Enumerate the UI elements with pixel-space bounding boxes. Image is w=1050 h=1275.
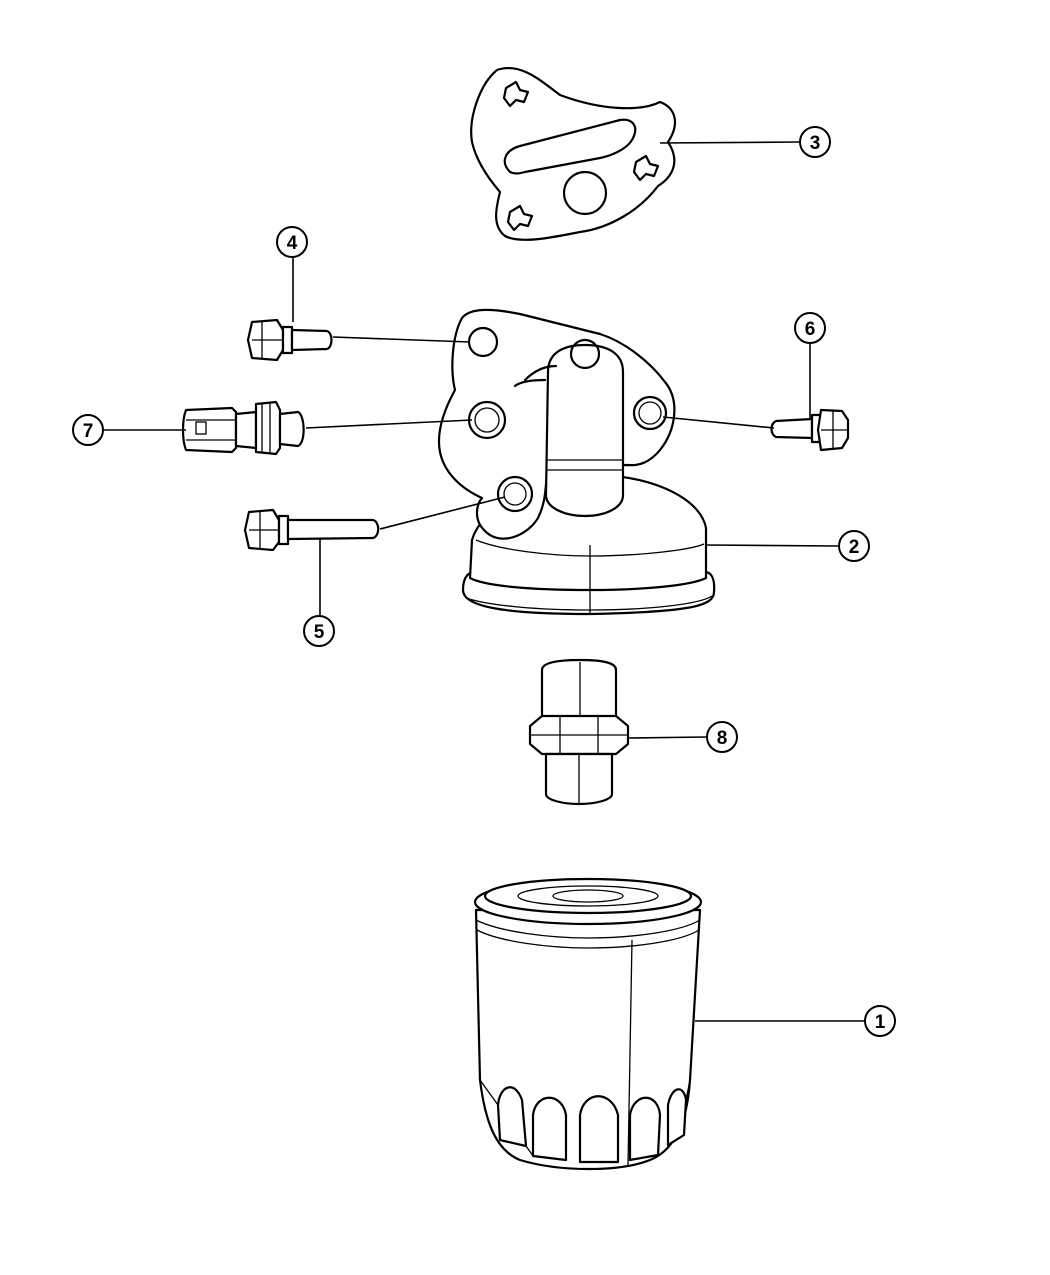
leader-line-7b — [305, 419, 473, 429]
bolt-long-part — [243, 508, 380, 552]
callout-label-2: 2 — [849, 537, 860, 558]
leader-line-4b — [332, 336, 471, 343]
callout-6: 6 — [794, 312, 826, 344]
callout-8: 8 — [706, 721, 738, 753]
callout-label-3: 3 — [810, 133, 821, 154]
leader-line-2 — [705, 544, 839, 547]
callout-label-6: 6 — [805, 319, 816, 340]
callout-label-5: 5 — [314, 622, 325, 643]
callout-5: 5 — [303, 615, 335, 647]
oil-pressure-sensor-part — [181, 400, 305, 456]
bolt-short-top-part — [246, 318, 333, 362]
callout-1: 1 — [864, 1005, 896, 1037]
filter-adapter-housing-part — [437, 308, 716, 616]
callout-label-1: 1 — [875, 1012, 886, 1033]
callout-2: 2 — [838, 530, 870, 562]
callout-label-8: 8 — [717, 728, 728, 749]
leader-line-3 — [659, 141, 801, 144]
callout-7: 7 — [72, 414, 104, 446]
callout-3: 3 — [799, 126, 831, 158]
leader-lines — [104, 141, 864, 1022]
threaded-fitting-part — [528, 658, 630, 806]
bolt-short-right-part — [770, 408, 850, 452]
gasket-part — [470, 67, 677, 241]
oil-filter-part — [473, 877, 703, 1171]
callout-label-7: 7 — [83, 421, 94, 442]
leader-line-6b — [662, 416, 775, 429]
leader-line-8 — [627, 736, 707, 739]
callout-4: 4 — [276, 226, 308, 258]
leader-line-5b — [379, 496, 506, 530]
callout-label-4: 4 — [287, 233, 298, 254]
